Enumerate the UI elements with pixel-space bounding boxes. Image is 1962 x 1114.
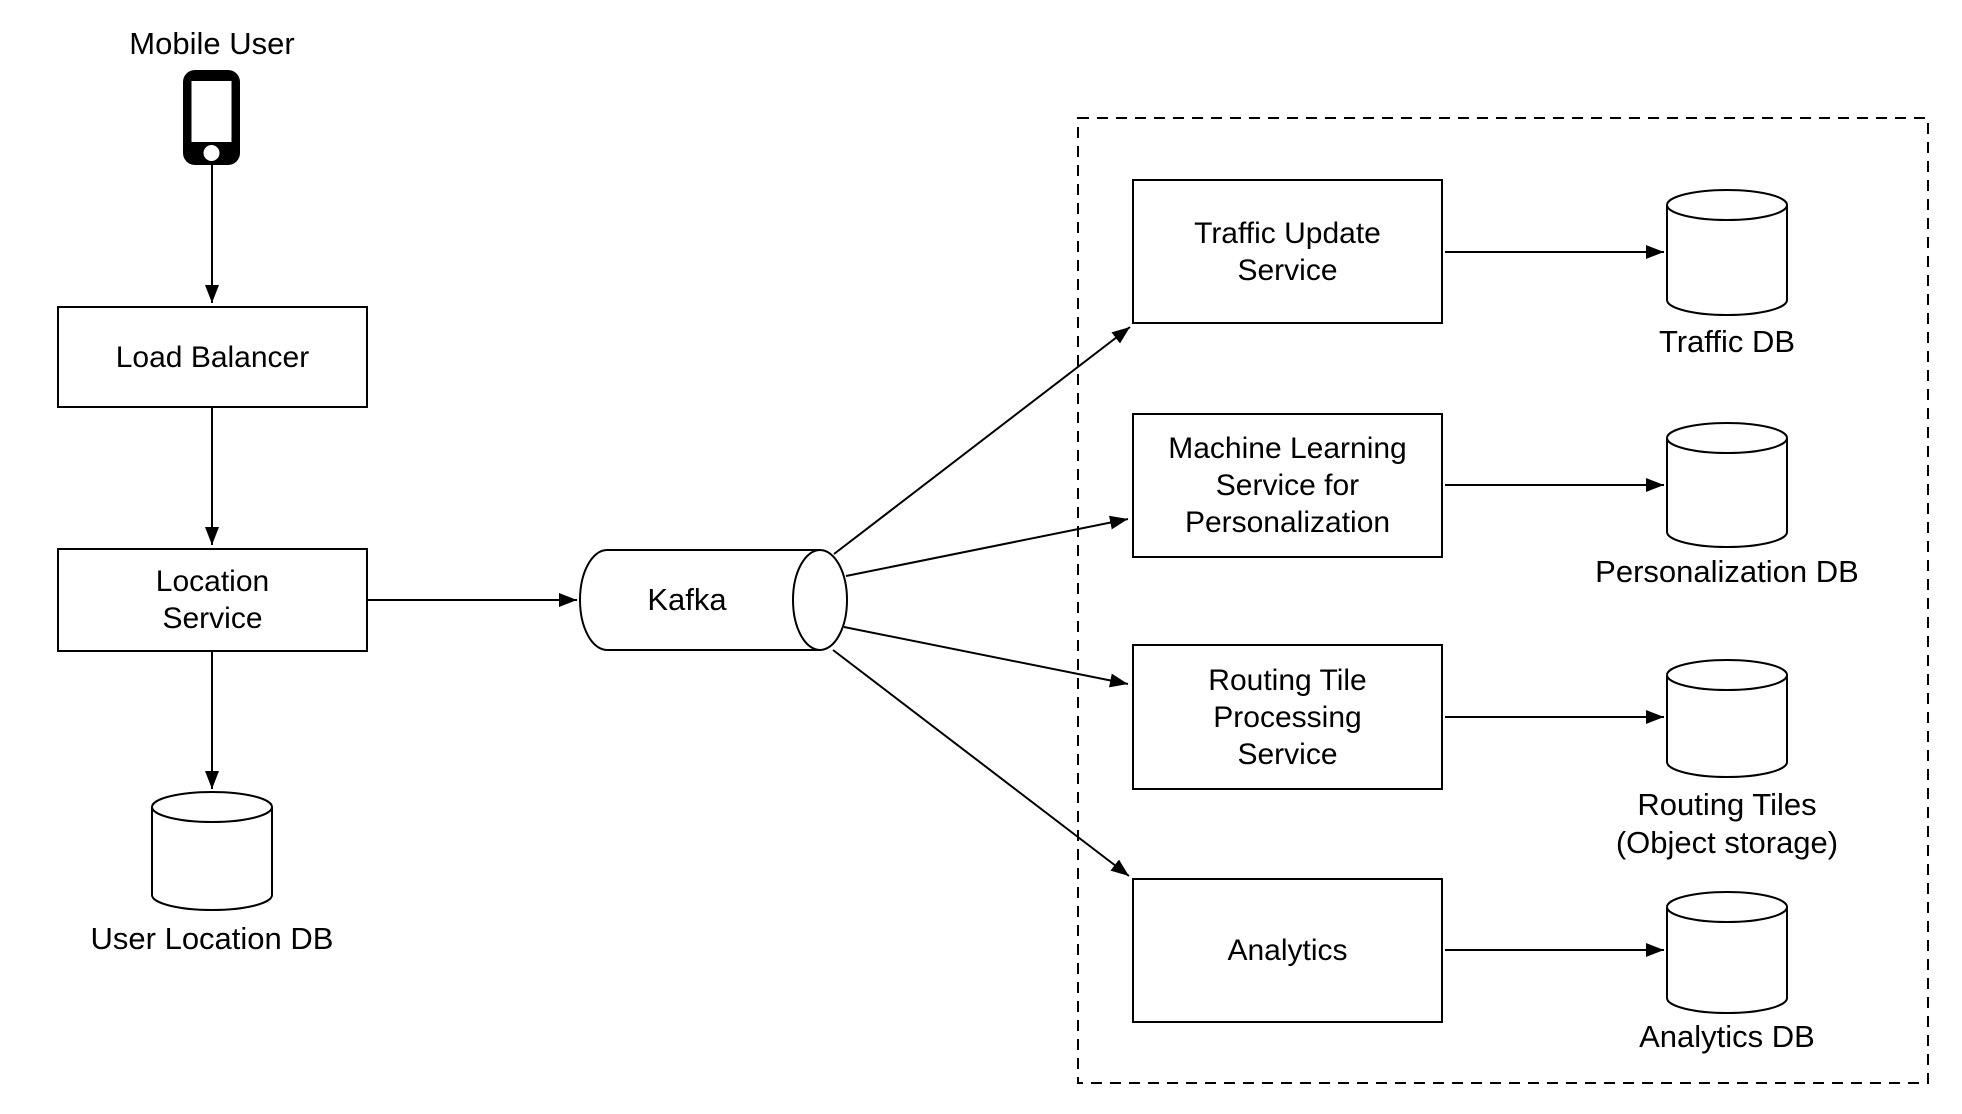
analytics-label: Analytics xyxy=(1227,934,1348,967)
node-load-balancer: Load Balancer xyxy=(57,306,368,408)
traffic-service-label-line2: Service xyxy=(1237,253,1338,287)
edge-kafka-to-analytics xyxy=(832,649,1130,877)
routing-service-label-line2: Processing xyxy=(1213,700,1362,734)
analytics-db-cylinder xyxy=(1666,891,1788,1014)
node-ml-personalization-service: Machine Learning Service for Personaliza… xyxy=(1132,413,1443,558)
user-location-db-cylinder xyxy=(151,791,273,911)
location-service-label-line1: Location xyxy=(155,565,270,598)
location-service-label-line2: Service xyxy=(162,602,263,635)
ml-service-label-line2: Service for xyxy=(1215,469,1360,502)
smartphone-icon xyxy=(183,70,240,165)
routing-service-label-line3: Service xyxy=(1237,737,1338,771)
routing-tiles-label-line2: (Object storage) xyxy=(1615,825,1839,860)
kafka-queue-shape xyxy=(579,549,848,651)
node-analytics: Analytics xyxy=(1132,878,1443,1023)
user-location-db-label: User Location DB xyxy=(90,921,334,956)
ml-service-label-line3: Personalization xyxy=(1184,506,1391,539)
kafka-label: Kafka xyxy=(647,582,727,617)
load-balancer-label: Load Balancer xyxy=(115,340,310,374)
analytics-db-label: Analytics DB xyxy=(1639,1019,1815,1054)
mobile-user-label: Mobile User xyxy=(129,26,295,61)
node-location-service: Location Service xyxy=(57,548,368,652)
personalization-db-cylinder xyxy=(1666,422,1788,548)
edge-kafka-to-ml-service xyxy=(845,515,1129,577)
personalization-db-label: Personalization DB xyxy=(1595,554,1859,589)
routing-tiles-label-line1: Routing Tiles xyxy=(1637,787,1817,822)
traffic-db-cylinder xyxy=(1666,189,1788,316)
routing-tiles-cylinder xyxy=(1666,659,1788,778)
traffic-service-label-line1: Traffic Update xyxy=(1194,216,1381,250)
routing-service-label-line1: Routing Tile xyxy=(1208,663,1367,697)
ml-service-label-line1: Machine Learning xyxy=(1168,432,1407,465)
edge-kafka-to-routing-service xyxy=(843,626,1129,688)
edge-kafka-to-traffic-service xyxy=(833,326,1131,555)
traffic-db-label: Traffic DB xyxy=(1658,324,1796,359)
routing-tiles-label: Routing Tiles (Object storage) xyxy=(1552,786,1902,862)
node-routing-tile-processing-service: Routing Tile Processing Service xyxy=(1132,644,1443,790)
node-traffic-update-service: Traffic Update Service xyxy=(1132,179,1443,324)
consumer-group-dashed-container xyxy=(1077,117,1929,1084)
